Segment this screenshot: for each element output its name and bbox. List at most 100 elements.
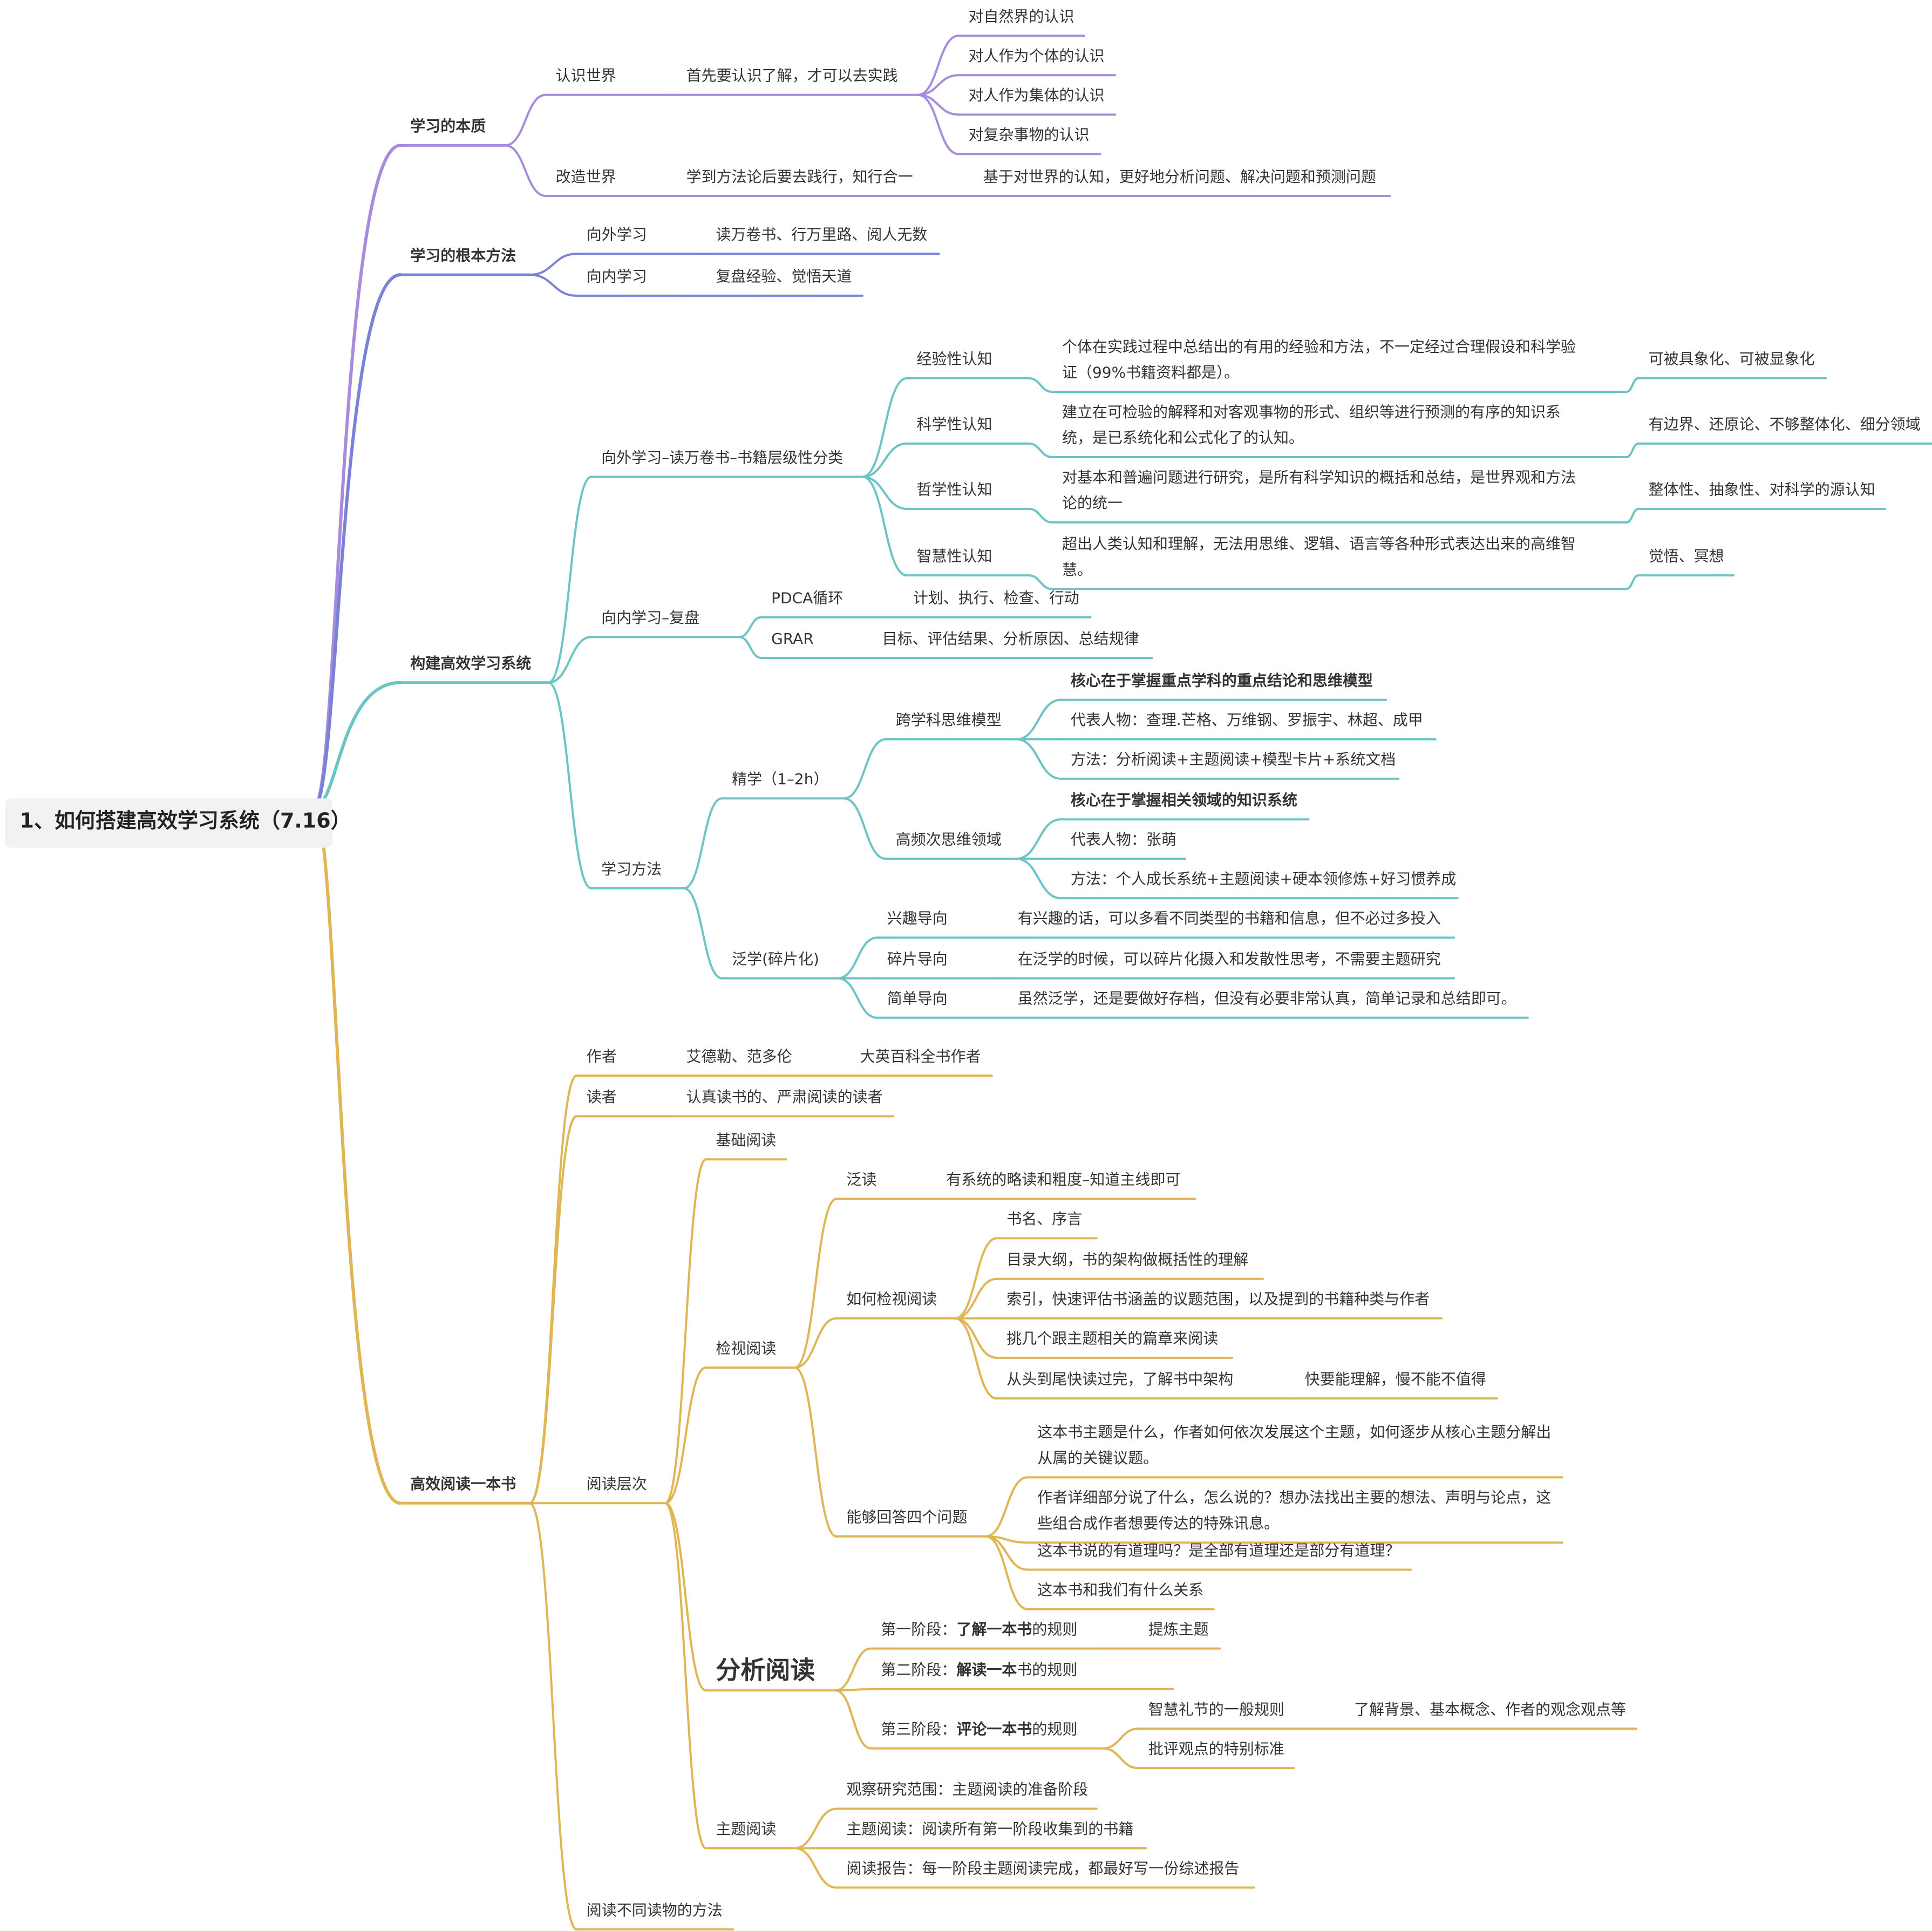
topic-label[interactable]: 整体性、抽象性、对科学的源认知 — [1649, 481, 1875, 499]
topic-label[interactable]: 代表人物：查理.芒格、万维钢、罗振宇、林超、成甲 — [1071, 711, 1423, 729]
connector — [984, 1476, 1029, 1538]
topic-label[interactable]: 认真读书的、严肃阅读的读者 — [686, 1088, 883, 1106]
root-topic-box[interactable] — [5, 798, 333, 848]
topic-label[interactable]: 首先要认识了解，才可以去实践 — [686, 67, 898, 85]
topic-label[interactable]: 高频次思维领域 — [896, 831, 1002, 848]
topic-label[interactable]: 向外学习–读万卷书–书籍层级性分类 — [601, 448, 843, 466]
topic-label[interactable]: 艾德勒、范多伦 — [686, 1048, 792, 1065]
topic-label[interactable]: 有系统的略读和粗度–知道主线即可 — [946, 1171, 1180, 1188]
topic-label[interactable]: 基于对世界的认知，更好地分析问题、解决问题和预测问题 — [983, 168, 1376, 186]
connector — [547, 636, 593, 684]
topic-label[interactable]: 跨学科思维模型 — [896, 711, 1002, 729]
topic-label[interactable]: 目录大纲，书的架构做概括性的理解 — [1006, 1251, 1248, 1269]
topic-label[interactable]: 智慧性认知 — [917, 547, 992, 565]
topic-label[interactable]: 书名、序言 — [1006, 1210, 1082, 1228]
topic-label[interactable]: 基础阅读 — [716, 1131, 776, 1149]
topic-label[interactable]: 认识世界 — [556, 67, 616, 85]
topic-label[interactable]: 方法：分析阅读+主题阅读+模型卡片+系统文档 — [1071, 751, 1396, 769]
topic-label[interactable]: 哲学性认知 — [917, 481, 992, 499]
topic-label-line[interactable]: 慧。 — [1062, 561, 1092, 579]
topic-label[interactable]: 向内学习 — [587, 268, 647, 285]
topic-label-line[interactable]: 论的统一 — [1062, 494, 1123, 512]
branch-label[interactable]: 学习的本质 — [410, 117, 486, 135]
topic-label[interactable]: 复盘经验、觉悟天道 — [716, 268, 852, 285]
topic-label[interactable]: 阅读层次 — [587, 1475, 647, 1493]
topic-label[interactable]: 觉悟、冥想 — [1649, 547, 1724, 565]
topic-label[interactable]: 方法：个人成长系统+主题阅读+硬本领修炼+好习惯养成 — [1071, 870, 1456, 888]
topic-label[interactable]: 第三阶段：评论一本书的规则 — [881, 1720, 1077, 1738]
topic-label[interactable]: 目标、评估结果、分析原因、总结规律 — [882, 630, 1139, 648]
topic-label[interactable]: 观察研究范围：主题阅读的准备阶段 — [846, 1780, 1088, 1798]
topic-label-line[interactable]: 对基本和普遍问题进行研究，是所有科学知识的概括和总结，是世界观和方法 — [1062, 468, 1576, 486]
topic-label[interactable]: 第二阶段：解读一本书的规则 — [881, 1661, 1077, 1679]
topic-label[interactable]: 阅读不同读物的方法 — [587, 1901, 723, 1919]
topic-label[interactable]: 经验性认知 — [917, 350, 992, 368]
topic-label[interactable]: 学习方法 — [601, 860, 662, 878]
branch-label[interactable]: 构建高效学习系统 — [410, 655, 531, 672]
topic-label[interactable]: 核心在于掌握相关领域的知识系统 — [1071, 791, 1297, 809]
topic-label[interactable]: 索引，快速评估书涵盖的议题范围，以及提到的书籍种类与作者 — [1006, 1290, 1430, 1308]
topic-label[interactable]: 对人作为个体的认识 — [968, 47, 1104, 65]
topic-label-line[interactable]: 建立在可检验的解释和对客观事物的形式、组织等进行预测的有序的知识系 — [1062, 403, 1561, 421]
topic-label[interactable]: 如何检视阅读 — [846, 1290, 937, 1308]
topic-label[interactable]: 有兴趣的话，可以多看不同类型的书籍和信息，但不必过多投入 — [1018, 909, 1441, 927]
topic-label[interactable]: 精学（1–2h） — [732, 770, 828, 788]
topic-label[interactable]: 在泛学的时候，可以碎片化摄入和发散性思考，不需要主题研究 — [1018, 950, 1441, 968]
topic-label[interactable]: 核心在于掌握重点学科的重点结论和思维模型 — [1071, 671, 1373, 689]
topic-label-line[interactable]: 些组合成作者想要传达的特殊讯息。 — [1037, 1514, 1279, 1532]
connector — [834, 1688, 873, 1692]
topic-label[interactable]: 第一阶段：了解一本书的规则 — [881, 1620, 1077, 1638]
topic-label[interactable]: 读者 — [587, 1088, 617, 1106]
connector — [1625, 507, 1640, 523]
topic-label[interactable]: 泛读 — [846, 1171, 876, 1188]
topic-label[interactable]: 了解背景、基本概念、作者的观念观点等 — [1354, 1701, 1626, 1718]
topic-label[interactable]: PDCA循环 — [771, 589, 843, 607]
topic-label[interactable]: 向内学习–复盘 — [601, 609, 699, 627]
topic-label[interactable]: 快要能理解，慢不能不值得 — [1305, 1370, 1486, 1388]
topic-label-line[interactable]: 作者详细部分说了什么，怎么说的？想办法找出主要的想法、声明与论点，这 — [1037, 1488, 1551, 1506]
topic-label-line[interactable]: 超出人类认知和理解，无法用思维、逻辑、语言等各种形式表达出来的高维智 — [1062, 535, 1576, 553]
topic-label[interactable]: 检视阅读 — [716, 1340, 776, 1357]
branch-label[interactable]: 高效阅读一本书 — [410, 1475, 516, 1493]
topic-label[interactable]: 对自然界的认识 — [968, 8, 1074, 25]
topic-label[interactable]: 科学性认知 — [917, 416, 992, 433]
topic-label[interactable]: 读万卷书、行万里路、阅人无数 — [716, 226, 927, 243]
topic-label[interactable]: 对人作为集体的认识 — [968, 86, 1104, 104]
topic-label[interactable]: 可被具象化、可被显象化 — [1649, 350, 1815, 368]
topic-label[interactable]: 代表人物：张萌 — [1071, 831, 1176, 848]
root-topic-label[interactable]: 1、如何搭建高效学习系统（7.16） — [20, 808, 351, 832]
topic-label[interactable]: 大英百科全书作者 — [860, 1048, 981, 1065]
topic-label[interactable]: 碎片导向 — [887, 950, 948, 968]
topic-label[interactable]: 这本书说的有道理吗？是全部有道理还是部分有道理？ — [1037, 1541, 1400, 1559]
topic-label[interactable]: 从头到尾快读过完，了解书中架构 — [1006, 1370, 1233, 1388]
topic-label-line[interactable]: 这本书主题是什么，作者如何依次发展这个主题，如何逐步从核心主题分解出 — [1037, 1423, 1551, 1441]
topic-label[interactable]: 批评观点的特别标准 — [1148, 1740, 1284, 1758]
topic-label[interactable]: 有边界、还原论、不够整体化、细分领域 — [1649, 416, 1921, 433]
topic-label-line[interactable]: 个体在实践过程中总结出的有用的经验和方法，不一定经过合理假设和科学验 — [1062, 338, 1576, 356]
topic-label[interactable]: 阅读报告：每一阶段主题阅读完成，都最好写一份综述报告 — [846, 1859, 1239, 1877]
branch-label[interactable]: 学习的根本方法 — [410, 247, 516, 264]
topic-label-line[interactable]: 从属的关键议题。 — [1037, 1449, 1158, 1467]
topic-label[interactable]: 兴趣导向 — [887, 909, 948, 927]
topic-label[interactable]: 泛学(碎片化) — [732, 950, 819, 968]
topic-label[interactable]: 挑几个跟主题相关的篇章来阅读 — [1006, 1330, 1218, 1348]
connector — [664, 1366, 708, 1505]
topic-label[interactable]: 改造世界 — [556, 168, 616, 186]
topic-label[interactable]: 这本书和我们有什么关系 — [1037, 1581, 1203, 1599]
topic-label[interactable]: 智慧礼节的一般规则 — [1148, 1701, 1284, 1718]
topic-label[interactable]: 分析阅读 — [716, 1656, 815, 1685]
topic-label[interactable]: 虽然泛学，还是要做好存档，但没有必要非常认真，简单记录和总结即可。 — [1018, 990, 1516, 1008]
topic-label[interactable]: 能够回答四个问题 — [846, 1508, 967, 1526]
topic-label[interactable]: 向外学习 — [587, 226, 647, 243]
topic-label[interactable]: 对复杂事物的认识 — [968, 126, 1089, 144]
topic-label-line[interactable]: 统，是已系统化和公式化了的认知。 — [1062, 429, 1304, 447]
topic-label[interactable]: 提炼主题 — [1148, 1620, 1209, 1638]
topic-label[interactable]: 主题阅读：阅读所有第一阶段收集到的书籍 — [846, 1820, 1133, 1838]
topic-label[interactable]: 简单导向 — [887, 990, 948, 1008]
topic-label[interactable]: 作者 — [587, 1048, 617, 1065]
topic-label[interactable]: 学到方法论后要去践行，知行合一 — [686, 168, 913, 186]
topic-label[interactable]: 主题阅读 — [716, 1820, 776, 1838]
topic-label[interactable]: 计划、执行、检查、行动 — [913, 589, 1079, 607]
topic-label[interactable]: GRAR — [771, 630, 814, 648]
topic-label-line[interactable]: 证（99%书籍资料都是）。 — [1062, 364, 1239, 382]
